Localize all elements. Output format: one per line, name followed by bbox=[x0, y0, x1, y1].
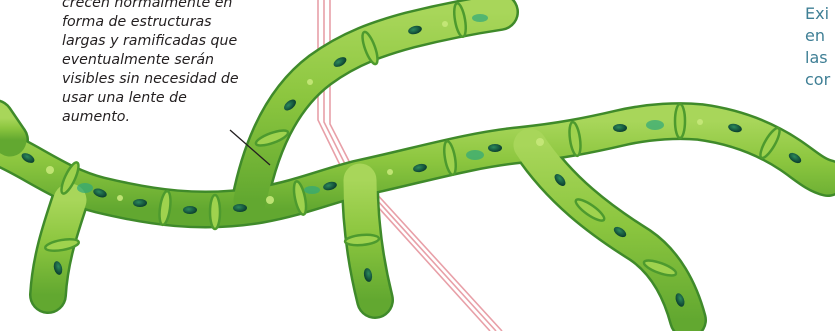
cytoplasm-patch bbox=[472, 14, 488, 22]
side-text-line: las bbox=[805, 47, 830, 69]
side-text-line: Exi bbox=[805, 3, 830, 25]
septum bbox=[675, 104, 685, 138]
caption-line: aumento. bbox=[62, 108, 272, 127]
caption-line: crecen normalmente en bbox=[62, 0, 272, 13]
vesicle bbox=[442, 21, 448, 27]
nucleus bbox=[183, 206, 197, 214]
side-text-line: en bbox=[805, 25, 830, 47]
nucleus bbox=[488, 144, 502, 152]
nucleus bbox=[133, 199, 147, 207]
cropped-side-text: Exi en las cor bbox=[805, 3, 830, 91]
caption-line: eventualmente serán bbox=[62, 51, 272, 70]
vesicle bbox=[307, 79, 313, 85]
cytoplasm-patch bbox=[304, 186, 320, 194]
side-text-line: cor bbox=[805, 69, 830, 91]
nucleus bbox=[613, 124, 627, 132]
vesicle bbox=[536, 138, 544, 146]
vesicle bbox=[46, 166, 54, 174]
vesicle bbox=[117, 195, 123, 201]
cytoplasm-patch bbox=[646, 120, 664, 130]
septum bbox=[210, 195, 220, 229]
vesicle bbox=[387, 169, 393, 175]
caption-line: usar una lente de bbox=[62, 89, 272, 108]
caption-line: visibles sin necesidad de bbox=[62, 70, 272, 89]
nucleus bbox=[233, 204, 247, 212]
cytoplasm-patch bbox=[77, 183, 93, 193]
caption-line: forma de estructuras bbox=[62, 13, 272, 32]
vesicle bbox=[266, 196, 274, 204]
vesicle bbox=[697, 119, 703, 125]
hypha-caption: crecen normalmente en forma de estructur… bbox=[62, 0, 272, 127]
cytoplasm-patch bbox=[466, 150, 484, 160]
caption-line: largas y ramificadas que bbox=[62, 32, 272, 51]
